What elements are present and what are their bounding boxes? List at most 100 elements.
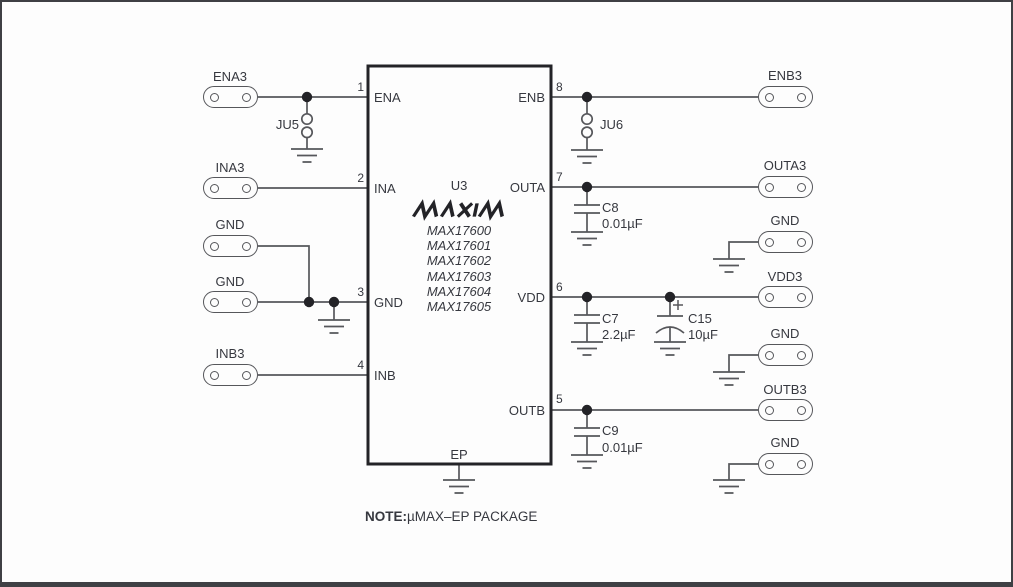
pin-name-ena: ENA <box>374 90 401 105</box>
part-number: MAX17600 <box>426 223 492 238</box>
connector-label-ina3: INA3 <box>215 160 245 175</box>
pad-hole-icon <box>210 183 219 193</box>
jumper-label-ju5: JU5 <box>275 117 299 132</box>
wire-gnd-r2 <box>728 354 758 372</box>
pad-hole-icon <box>797 182 806 192</box>
ic-refdes: U3 <box>450 178 468 193</box>
pin-name-ina: INA <box>374 181 396 196</box>
pad-hole-icon <box>242 370 251 380</box>
pin-number-2: 2 <box>357 171 364 185</box>
cap-ref-c7: C7 <box>602 311 619 326</box>
cap-ref-c8: C8 <box>602 200 619 215</box>
connector-label-gnd-b: GND <box>215 274 245 289</box>
pin-number-8: 8 <box>556 80 563 94</box>
package-note: NOTE:µMAX–EP PACKAGE <box>365 509 537 524</box>
part-number: MAX17602 <box>426 253 492 269</box>
pin-number-7: 7 <box>556 170 563 184</box>
pad-hole-icon <box>765 292 774 302</box>
connector-pad-ena3 <box>203 86 258 108</box>
connector-pad-gnd-r1 <box>758 231 813 253</box>
ground-icon <box>571 149 603 164</box>
connector-pad-outb3 <box>758 399 813 421</box>
junction-dot <box>581 91 593 103</box>
pad-hole-icon <box>797 350 806 360</box>
pin-number-5: 5 <box>556 392 563 406</box>
pin-number-3: 3 <box>357 285 364 299</box>
part-number: MAX17603 <box>426 268 492 284</box>
connector-label-ena3: ENA3 <box>213 69 247 84</box>
jumper-pin-icon <box>300 126 314 139</box>
pin-name-inb: INB <box>374 368 396 383</box>
ground-icon <box>291 148 323 163</box>
pad-hole-icon <box>765 405 774 415</box>
wire-gnd-r3 <box>728 463 758 480</box>
pad-hole-icon <box>242 183 251 193</box>
pad-hole-icon <box>765 237 774 247</box>
part-number: MAX17605 <box>426 299 492 315</box>
junction-dot <box>664 291 676 303</box>
ic-body <box>366 64 553 466</box>
cap-value-c9: 0.01µF <box>602 440 643 455</box>
cap-value-c15: 10µF <box>688 327 718 342</box>
pin-name-vdd: VDD <box>517 290 545 305</box>
capacitor-symbol-c9 <box>574 410 600 455</box>
ground-icon <box>713 258 745 273</box>
capacitor-symbol-c15 <box>655 297 685 342</box>
note-text: µMAX–EP PACKAGE <box>407 509 538 524</box>
pin-number-1: 1 <box>357 80 364 94</box>
pin-name-gnd: GND <box>374 295 403 310</box>
cap-ref-c9: C9 <box>602 423 619 438</box>
pin-name-ep: EP <box>450 447 468 462</box>
cap-value-c8: 0.01µF <box>602 216 643 231</box>
cap-value-c7: 2.2µF <box>602 327 636 342</box>
connector-label-inb3: INB3 <box>215 346 245 361</box>
pad-hole-icon <box>765 350 774 360</box>
connector-pad-gnd-b <box>203 291 258 313</box>
pad-hole-icon <box>797 405 806 415</box>
plus-sign-c15 <box>673 300 683 310</box>
wire-gnd-r1 <box>728 241 758 259</box>
capacitor-symbol-c7 <box>574 297 600 342</box>
ground-icon <box>571 341 603 356</box>
note-prefix: NOTE: <box>365 509 407 524</box>
connector-label-enb3: ENB3 <box>768 68 802 83</box>
pad-hole-icon <box>210 297 219 307</box>
pad-hole-icon <box>242 297 251 307</box>
pin-name-outb: OUTB <box>508 403 545 418</box>
maxim-logo <box>411 199 504 221</box>
pad-hole-icon <box>797 237 806 247</box>
jumper-pin-icon <box>580 126 594 139</box>
pad-hole-icon <box>797 92 806 102</box>
pin-number-6: 6 <box>556 280 563 294</box>
jumper-label-ju6: JU6 <box>600 117 624 132</box>
ground-icon <box>713 479 745 494</box>
jumper-pin-icon <box>580 112 594 126</box>
pad-hole-icon <box>797 459 806 469</box>
connector-pad-inb3 <box>203 364 258 386</box>
ground-icon <box>318 319 350 334</box>
junction-dot <box>581 404 593 416</box>
cap-ref-c15: C15 <box>688 311 712 326</box>
ic-part-numbers: MAX17600 MAX17601 MAX17602 MAX17603 MAX1… <box>427 223 491 314</box>
jumper-pin-icon <box>300 112 314 126</box>
connector-pad-gnd-a <box>203 235 258 257</box>
pad-hole-icon <box>765 182 774 192</box>
connector-label-gnd-a: GND <box>215 217 245 232</box>
ground-icon <box>443 479 475 494</box>
part-number: MAX17604 <box>426 283 492 299</box>
junction-dot <box>301 91 313 103</box>
pad-hole-icon <box>797 292 806 302</box>
part-number: MAX17601 <box>426 238 492 254</box>
connector-pad-outa3 <box>758 176 813 198</box>
junction-dot <box>328 296 340 308</box>
ground-icon <box>571 454 603 469</box>
pad-hole-icon <box>242 241 251 251</box>
pin-name-enb: ENB <box>518 90 545 105</box>
connector-label-outb3: OUTB3 <box>763 382 807 397</box>
connector-label-gnd-r1: GND <box>770 213 800 228</box>
ground-icon <box>654 341 686 356</box>
junction-dot <box>303 296 315 308</box>
capacitor-symbol-c8 <box>574 187 600 232</box>
pad-hole-icon <box>765 459 774 469</box>
